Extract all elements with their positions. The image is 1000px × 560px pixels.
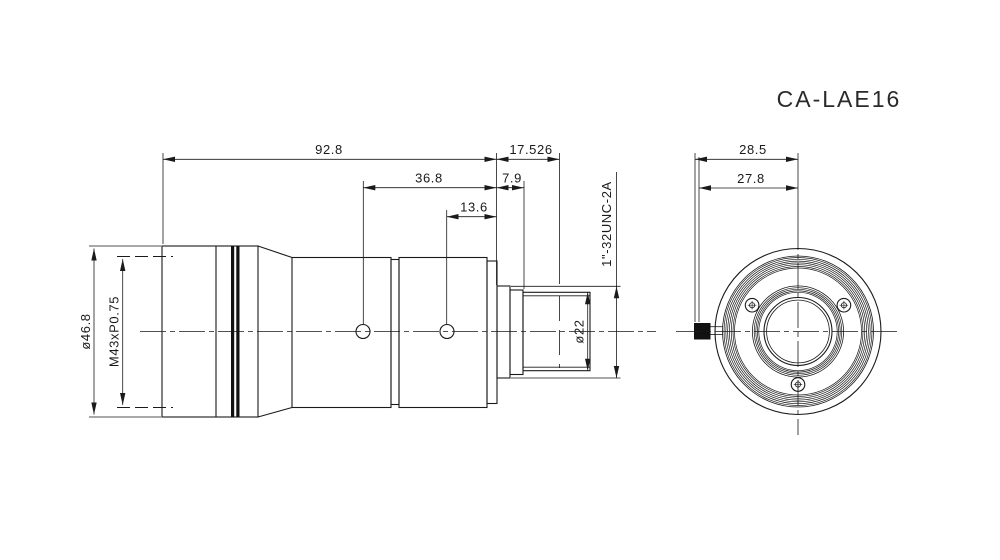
dimension-label: 13.6 [460,200,488,215]
dim-body-to-center: 27.8 [698,157,798,322]
screw-head-circle [836,297,852,313]
drawing-title: CA-LAE16 [777,86,902,112]
mount-step [509,289,524,376]
dimension-label: 92.8 [315,142,343,157]
dim-rear-section: 13.6 [446,153,497,324]
dim-overall-length: 92.8 [162,142,497,244]
dimension-label: 7.9 [502,171,522,186]
screw-head-circle [744,297,760,313]
dim-flange-focal: 17.526 [496,142,560,368]
set-screw-front-left [744,297,760,313]
dim-knob-to-center: 28.5 [694,142,798,322]
dimension-label: M43xP0.75 [107,296,122,367]
dimension-label: 1"-32UNC-2A [599,181,614,267]
barrel-groove [390,258,400,406]
taper-top-line [257,245,293,259]
dim-mount-step: 7.9 [496,171,525,289]
dimension-label: 27.8 [737,171,765,186]
mount-flange [496,285,511,379]
dimension-label: ø22 [572,319,587,343]
dimension-label: 28.5 [739,142,767,157]
dim-front-thread: M43xP0.75 [107,256,173,408]
dim-mount-thread: 1"-32UNC-2A [511,172,621,379]
dim-rear-diameter: ø22 [572,292,591,371]
rear-ring [486,260,498,405]
side-view: 92.8 17.526 36.8 7.9 13.6 [78,142,656,418]
knob-square [694,323,711,340]
dimension-label: ø46.8 [78,313,93,349]
lens-body-front [676,153,900,435]
dim-mid-length: 36.8 [362,171,497,324]
front-view: 28.5 27.8 [676,142,900,435]
set-screw-front-right [836,297,852,313]
dim-front-diameter: ø46.8 [78,245,161,418]
rear-barrel [398,256,488,409]
taper-bottom-line [257,406,293,418]
focus-knob [694,323,723,340]
dimension-label: 36.8 [415,171,443,186]
dimension-label: 17.526 [509,142,552,157]
mid-barrel [291,256,392,409]
